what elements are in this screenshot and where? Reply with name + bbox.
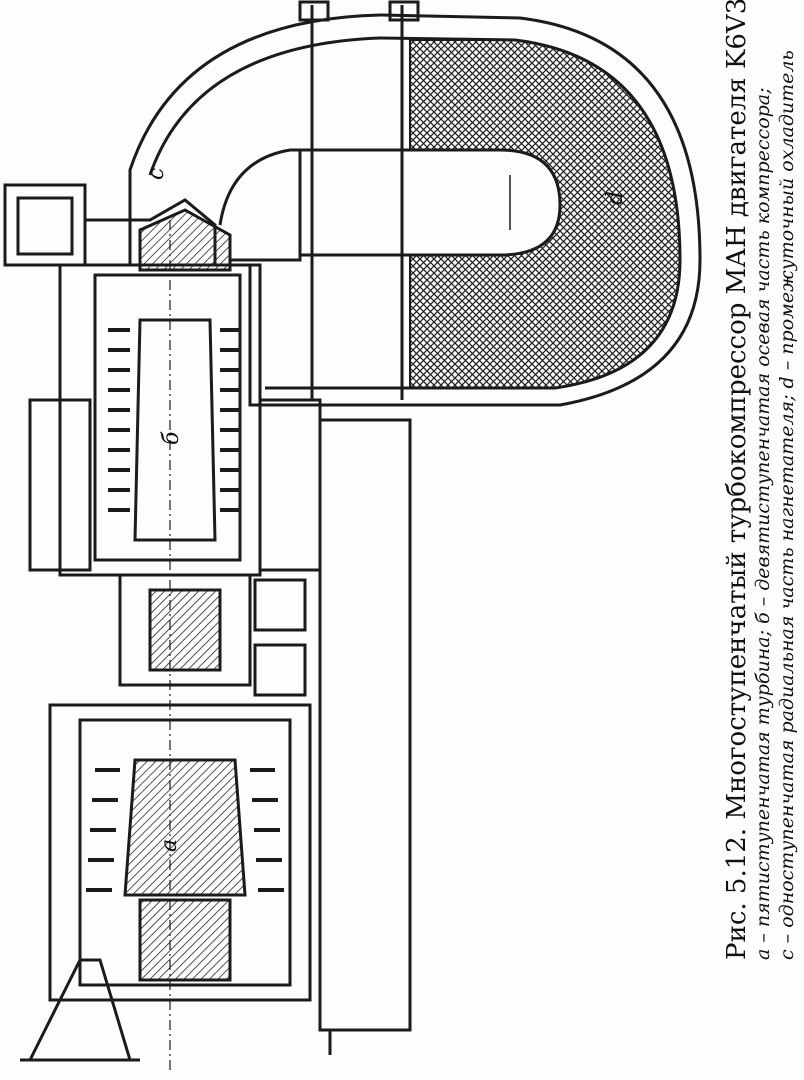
label-c: с: [144, 168, 169, 180]
turbine-casing: [48, 703, 312, 1002]
label-d: d: [603, 191, 628, 205]
base-frame: [318, 418, 412, 1032]
axial-compressor-casing: [58, 263, 262, 577]
label-a: а: [157, 839, 182, 852]
turbine-rotor: [123, 758, 247, 897]
coupling-section: [118, 573, 252, 687]
axial-compressor-rotor: [133, 318, 217, 542]
cooler-d-chamber: [298, 148, 562, 257]
exhaust-pipe: [28, 958, 132, 1061]
label-b: б: [159, 431, 184, 445]
cooler-housing-outline: [128, 13, 702, 407]
